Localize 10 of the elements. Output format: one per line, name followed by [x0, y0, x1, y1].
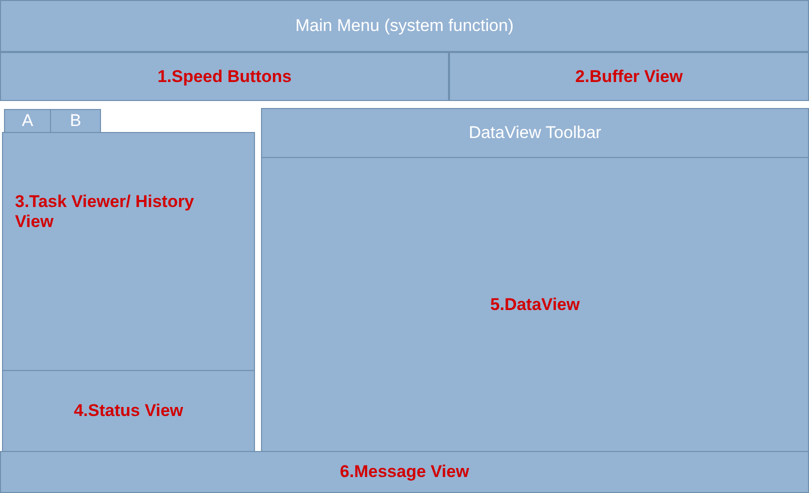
tab: A [4, 109, 51, 133]
dataview-panel: 5.DataView [261, 157, 809, 452]
menu-bar: Main Menu (system function) [0, 0, 809, 52]
message-view-panel: 6.Message View [0, 451, 809, 493]
status-view-panel: 4.Status View [2, 370, 255, 452]
toolbar-panel: DataView Toolbar [261, 108, 809, 158]
speed-buttons-panel: 1.Speed Buttons [0, 52, 449, 101]
buffer-view-panel: 2.Buffer View [449, 52, 809, 101]
task-viewer-panel: 3.Task Viewer/ History View [2, 132, 255, 371]
tab: B [50, 109, 101, 133]
